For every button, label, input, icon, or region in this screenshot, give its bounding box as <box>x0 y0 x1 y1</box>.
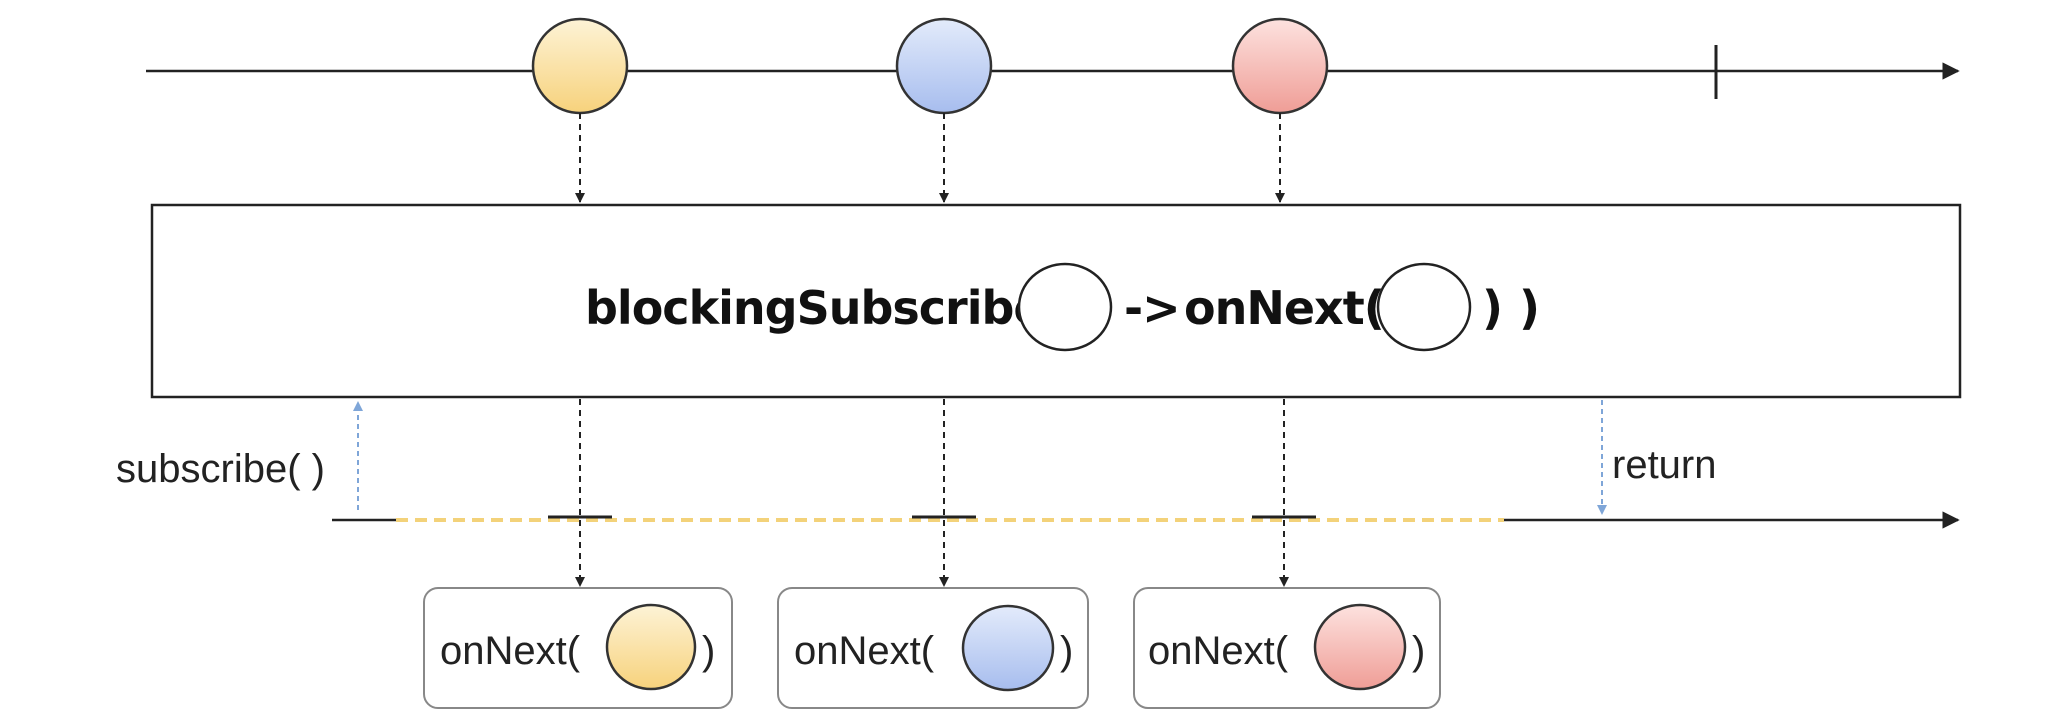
operator-name: blockingSubscribe( <box>585 281 1064 335</box>
call-box-3: onNext( ) <box>1133 587 1441 709</box>
call-box-1-marble <box>605 603 697 691</box>
operator-arrow: -> <box>1124 281 1180 335</box>
call-box-1-prefix: onNext( <box>440 629 581 673</box>
call-box-3-prefix: onNext( <box>1148 629 1289 673</box>
call-box-3-marble <box>1313 603 1407 691</box>
return-label: return <box>1612 443 1717 487</box>
call-box-3-suffix: ) <box>1412 629 1425 673</box>
call-box-2-prefix: onNext( <box>794 629 935 673</box>
call-box-1-suffix: ) <box>702 629 715 673</box>
operator-close: ) ) <box>1482 281 1540 335</box>
call-box-2: onNext( ) <box>777 587 1089 709</box>
call-box-1: onNext( ) <box>423 587 733 709</box>
source-emission-red <box>1231 17 1329 115</box>
call-box-2-marble <box>961 604 1055 692</box>
operator-callback-marble <box>1376 262 1472 352</box>
source-emission-yellow <box>531 17 629 115</box>
source-emission-blue <box>895 17 993 115</box>
operator-callback: onNext( <box>1184 281 1384 335</box>
operator-param-marble <box>1017 262 1113 352</box>
subscribe-label: subscribe( ) <box>116 447 325 491</box>
call-box-2-suffix: ) <box>1060 629 1073 673</box>
